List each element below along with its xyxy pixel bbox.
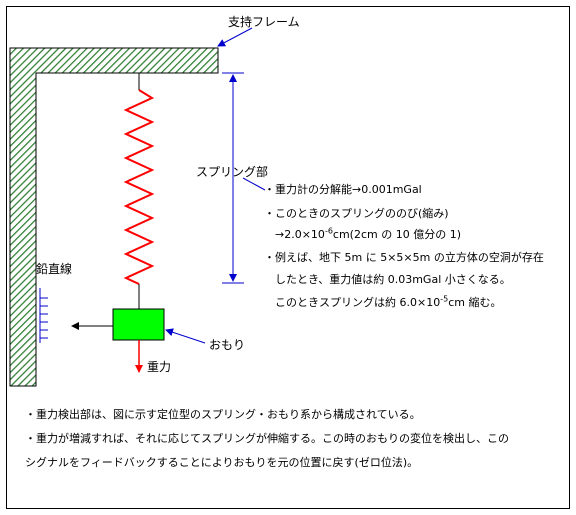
weight-label: おもり bbox=[209, 338, 246, 352]
note-example-line2: したとき、重力値は約 0.03mGal 小さくなる。 bbox=[275, 273, 511, 286]
spring-label-leader bbox=[242, 177, 266, 191]
spring bbox=[123, 89, 155, 285]
description-line1: ・重力検出部は、図に示す定位型のスプリング・おもり系から構成されている。 bbox=[25, 408, 421, 421]
description-line2: ・重力が増減すれば、それに応じてスプリングが伸縮する。この時のおもりの変位を検出… bbox=[25, 432, 509, 445]
weight-block bbox=[112, 308, 165, 341]
description-line3: シグナルをフィードバックすることによりおもりを元の位置に戻す(ゼロ位法)。 bbox=[25, 456, 419, 469]
note-example-line1: ・例えば、地下 5m に 5×5×5m の立方体の空洞が存在 bbox=[264, 251, 544, 264]
note-elongation-value: →2.0×10-6cm(2cm の 10 億分の 1) bbox=[275, 226, 462, 241]
plumb-line-label: 鉛直線 bbox=[36, 262, 73, 276]
spring-dimension bbox=[222, 72, 244, 284]
spring-section-label: スプリング部 bbox=[196, 165, 269, 179]
support-frame bbox=[9, 47, 219, 387]
outer-border bbox=[6, 6, 570, 509]
frame-label-arrow bbox=[217, 27, 253, 47]
gravity-label: 重力 bbox=[147, 360, 172, 374]
weight-label-arrow bbox=[165, 328, 206, 344]
note-example-line3: このときスプリングは約 6.0×10-5cm 縮む。 bbox=[275, 294, 502, 309]
plumb-line-ticks bbox=[39, 288, 48, 343]
note-elongation-title: ・このときのスプリングののび(縮み) bbox=[264, 207, 449, 220]
frame-label: 支持フレーム bbox=[228, 15, 300, 29]
note-resolution: ・重力計の分解能→0.001mGal bbox=[264, 183, 422, 196]
